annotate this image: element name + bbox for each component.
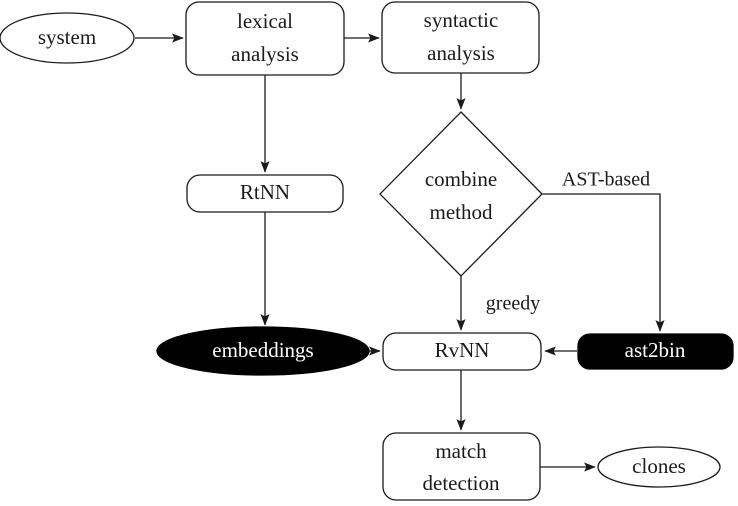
node-syntactic-analysis[interactable]: syntactic analysis [381,1,540,74]
combine-method-diamond[interactable] [379,111,543,277]
lexical-analysis-label-line2: analysis [231,42,299,66]
edge-combine-to-ast2bin [542,193,665,332]
node-rvnn[interactable]: RvNN [382,332,542,371]
clones-ellipse[interactable] [597,446,721,488]
node-combine-method[interactable]: combine method [379,111,543,277]
lexical-analysis-box[interactable] [185,1,345,76]
combine-method-label-line1: combine [425,167,497,191]
syntactic-analysis-label-line2: analysis [427,41,495,65]
node-rtnn[interactable]: RtNN [186,174,344,213]
rvnn-label: RvNN [435,338,490,362]
node-lexical-analysis[interactable]: lexical analysis [185,1,345,76]
node-ast2bin[interactable]: ast2bin [577,333,734,370]
embeddings-label: embeddings [212,338,313,362]
clones-label: clones [632,454,686,478]
embeddings-ellipse[interactable] [156,326,370,376]
system-ellipse[interactable] [0,12,135,64]
node-embeddings[interactable]: embeddings [156,326,370,376]
edges-layer [135,33,665,472]
rtnn-label: RtNN [240,180,290,204]
match-detection-label-line1: match [435,439,487,463]
rtnn-box[interactable] [186,174,344,213]
system-label: system [38,25,96,49]
edge-label-greedy: greedy [486,293,540,315]
node-system[interactable]: system [0,12,135,64]
ast2bin-box[interactable] [577,333,734,370]
rvnn-box[interactable] [382,332,542,371]
syntactic-analysis-label-line1: syntactic [424,8,499,32]
combine-method-label-line2: method [430,200,493,224]
edge-label-ast-based: AST-based [562,169,650,191]
node-clones[interactable]: clones [597,446,721,488]
syntactic-analysis-box[interactable] [381,1,540,74]
lexical-analysis-label-line1: lexical [237,9,293,33]
match-detection-box[interactable] [382,432,541,501]
match-detection-label-line2: detection [423,471,500,495]
ast2bin-label: ast2bin [625,338,686,362]
edge-labels-layer: greedy AST-based [486,169,650,315]
node-match-detection[interactable]: match detection [382,432,541,501]
